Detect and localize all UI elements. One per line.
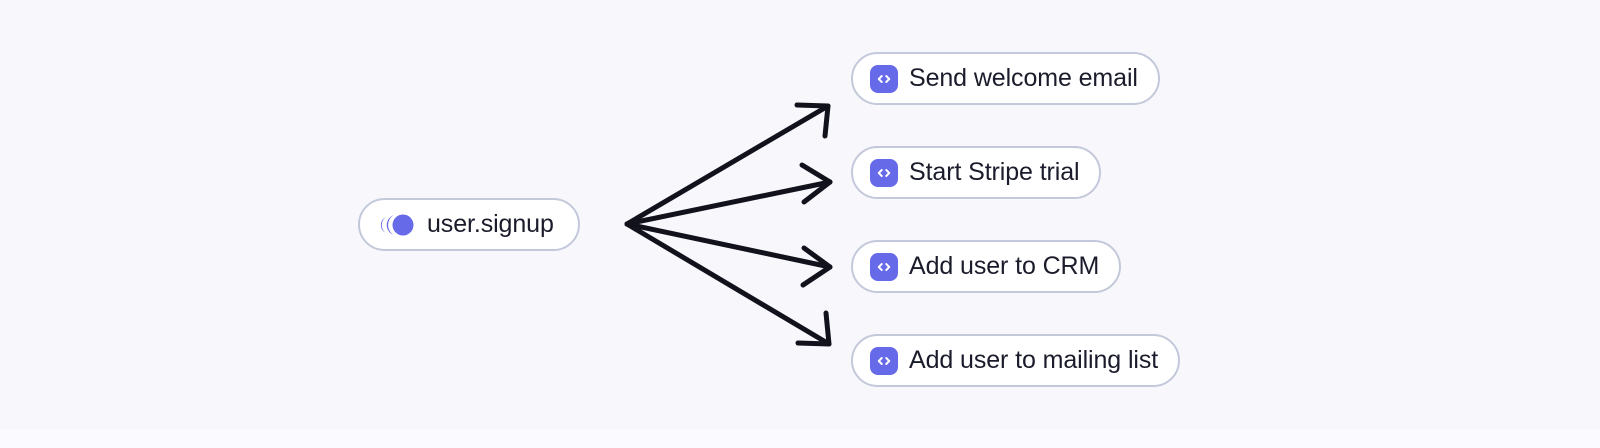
code-icon bbox=[870, 64, 898, 93]
action-node-label: Start Stripe trial bbox=[909, 158, 1080, 186]
event-trigger-icon bbox=[380, 214, 414, 235]
code-icon bbox=[870, 346, 898, 375]
edge-to-add-user-to-crm bbox=[624, 221, 833, 288]
edge-to-send-welcome-email bbox=[624, 102, 831, 227]
code-icon bbox=[870, 158, 898, 187]
action-node-label: Add user to CRM bbox=[909, 252, 1100, 280]
edge-to-start-stripe-trial bbox=[624, 162, 833, 227]
action-node-send-welcome-email[interactable]: Send welcome email bbox=[851, 52, 1160, 105]
action-node-add-user-to-crm[interactable]: Add user to CRM bbox=[851, 240, 1122, 293]
code-icon bbox=[870, 252, 898, 281]
action-node-add-user-mailing-list[interactable]: Add user to mailing list bbox=[851, 334, 1181, 387]
trigger-node-label: user.signup bbox=[427, 210, 554, 238]
action-node-label: Add user to mailing list bbox=[909, 346, 1159, 374]
trigger-node-user-signup[interactable]: user.signup bbox=[358, 198, 580, 251]
action-node-start-stripe-trial[interactable]: Start Stripe trial bbox=[851, 146, 1102, 199]
edge-to-add-user-mailing-list bbox=[624, 221, 832, 347]
action-node-label: Send welcome email bbox=[909, 64, 1138, 92]
